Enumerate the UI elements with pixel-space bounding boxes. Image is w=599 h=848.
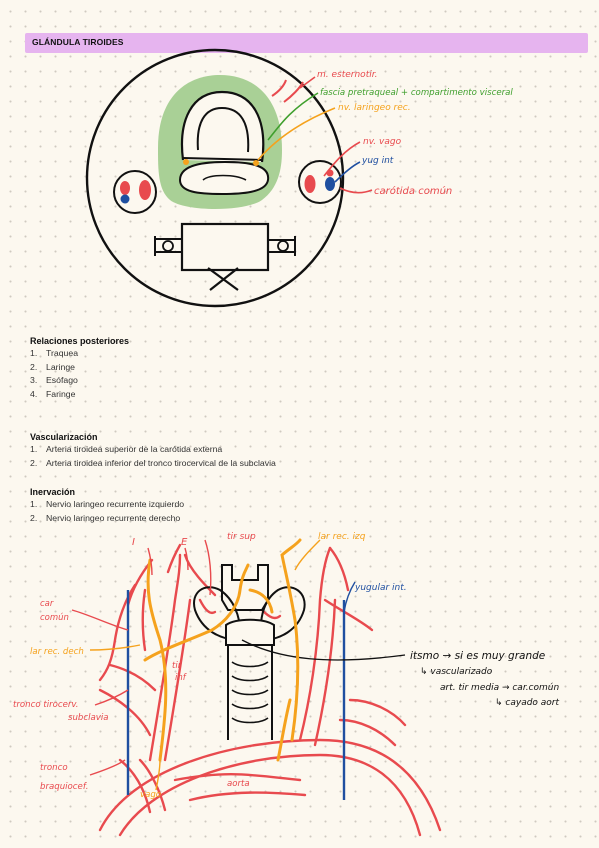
label-nv-vago: nv. vago [363,137,402,147]
laryngeal-nerve-left [183,159,189,165]
list-inervacion: 1.Nervio laringeo recurrente izquierdo 2… [30,498,184,525]
list-item: 2.Laringe [30,361,75,372]
list-item: 2.Arteria tiroidea inferior del tronco t… [30,457,276,468]
list-relaciones: 1.Traquea 2.Laringe 3.Esófago 4.Faringe [30,347,78,401]
esophagus-lumen [202,174,247,181]
label-yug-int: yug int [361,156,394,166]
laryngeal-nerve-right [253,160,259,166]
sternothyroid-muscle [271,79,287,97]
label-nv-laringeo-rec: nv. laringeo rec. [338,103,411,113]
page-title: GLÁNDULA TIROIDES [32,37,124,47]
list-item: 2.Nervio laringeo recurrente derecho [30,512,181,523]
esophagus [178,160,270,196]
vertebral-body [180,222,270,272]
list-item: 1.Arteria tiroidea superior de la caróti… [30,444,223,454]
section-title-inervacion: Inervación [30,487,76,497]
trachea-inner [196,106,250,153]
list-vascularizacion: 1.Arteria tiroidea superior de la caróti… [30,443,276,470]
section-title-vascularizacion: Vascularización [30,432,98,442]
trachea-ring [181,90,265,163]
label-carotida-comun: carótida común [374,185,452,197]
section-title-relaciones: Relaciones posteriores [30,336,130,346]
label-m-esternotir: m. esternotir. [317,70,377,80]
list-item: 1.Nervio laringeo recurrente izquierdo [30,499,185,509]
neck-outline [85,48,345,308]
list-item: 3.Esófago [30,375,78,386]
list-item: 1.Traquea [30,348,79,358]
title-bar: GLÁNDULA TIROIDES [25,33,588,53]
trachea-membrane [182,157,264,161]
label-fascia-pretraqueal: fascia pretraqueal + compartimento visce… [320,88,513,98]
list-item: 4.Faringe [30,388,76,399]
